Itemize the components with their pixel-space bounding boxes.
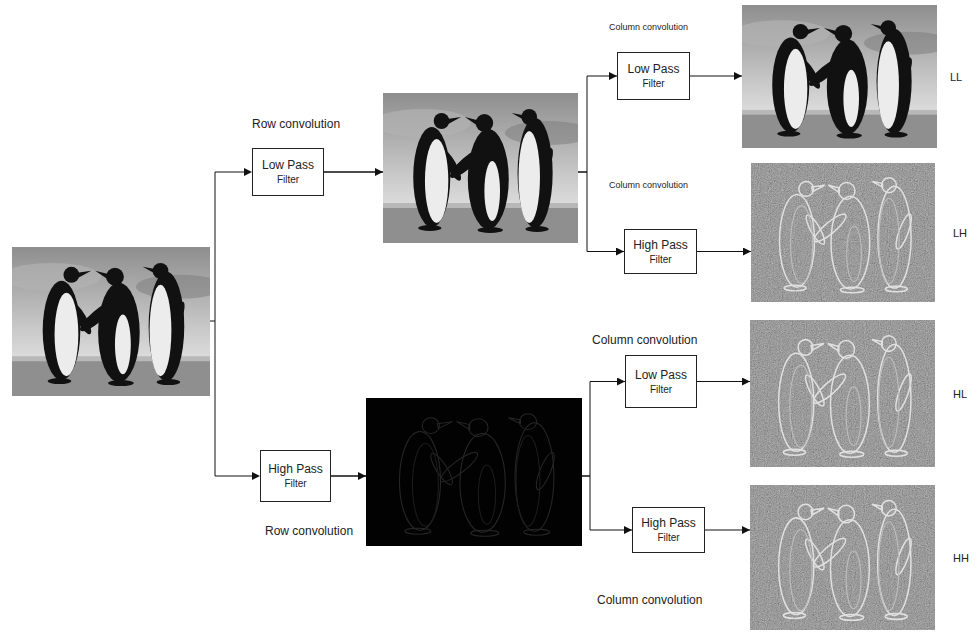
subband-image: HL <box>750 320 935 467</box>
signal-arrow <box>705 530 750 531</box>
subband-label: HH <box>953 551 969 565</box>
filter-name: High Pass <box>633 238 688 253</box>
subband-label: HL <box>953 387 967 401</box>
signal-arrow <box>697 381 750 382</box>
input-image <box>2 247 225 396</box>
input-wire <box>210 172 252 476</box>
hl-image <box>750 320 935 467</box>
filter-box: High PassFilter <box>632 507 705 553</box>
filter-word: Filter <box>284 477 306 490</box>
filter-box: High PassFilter <box>260 450 331 502</box>
filter-word: Filter <box>650 383 672 396</box>
highpass-image <box>366 398 582 546</box>
operation-label: Row convolution <box>252 117 340 131</box>
subband-image: LL <box>742 5 937 148</box>
subband-image: HH <box>750 485 935 630</box>
filter-box: Low PassFilter <box>617 52 690 100</box>
arrowhead <box>244 168 383 480</box>
subband-label: LL <box>950 70 962 84</box>
operation-label: Column convolution <box>597 593 702 607</box>
filter-name: High Pass <box>641 516 696 531</box>
signal-arrow <box>690 76 742 77</box>
filter-box: High PassFilter <box>624 229 697 274</box>
filter-name: Low Pass <box>627 62 679 77</box>
ll-image <box>732 5 951 148</box>
lowpass-image <box>373 93 592 243</box>
filter-word: Filter <box>649 253 671 266</box>
operation-label: Row convolution <box>265 524 353 538</box>
filter-name: High Pass <box>268 462 323 477</box>
filter-name: Low Pass <box>635 368 687 383</box>
lh-image <box>751 163 935 302</box>
filter-name: Low Pass <box>262 158 314 173</box>
operation-label: Column convolution <box>609 22 688 33</box>
filter-word: Filter <box>642 77 664 90</box>
filter-box: Low PassFilter <box>252 148 324 196</box>
subband-label: LH <box>953 226 967 240</box>
filter-word: Filter <box>277 173 299 186</box>
operation-label: Column convolution <box>592 333 697 347</box>
filter-box: Low PassFilter <box>625 355 697 408</box>
operation-label: Column convolution <box>609 180 688 191</box>
hh-image <box>750 485 935 630</box>
signal-arrow <box>697 251 751 252</box>
subband-image: LH <box>751 163 935 302</box>
filter-word: Filter <box>657 531 679 544</box>
